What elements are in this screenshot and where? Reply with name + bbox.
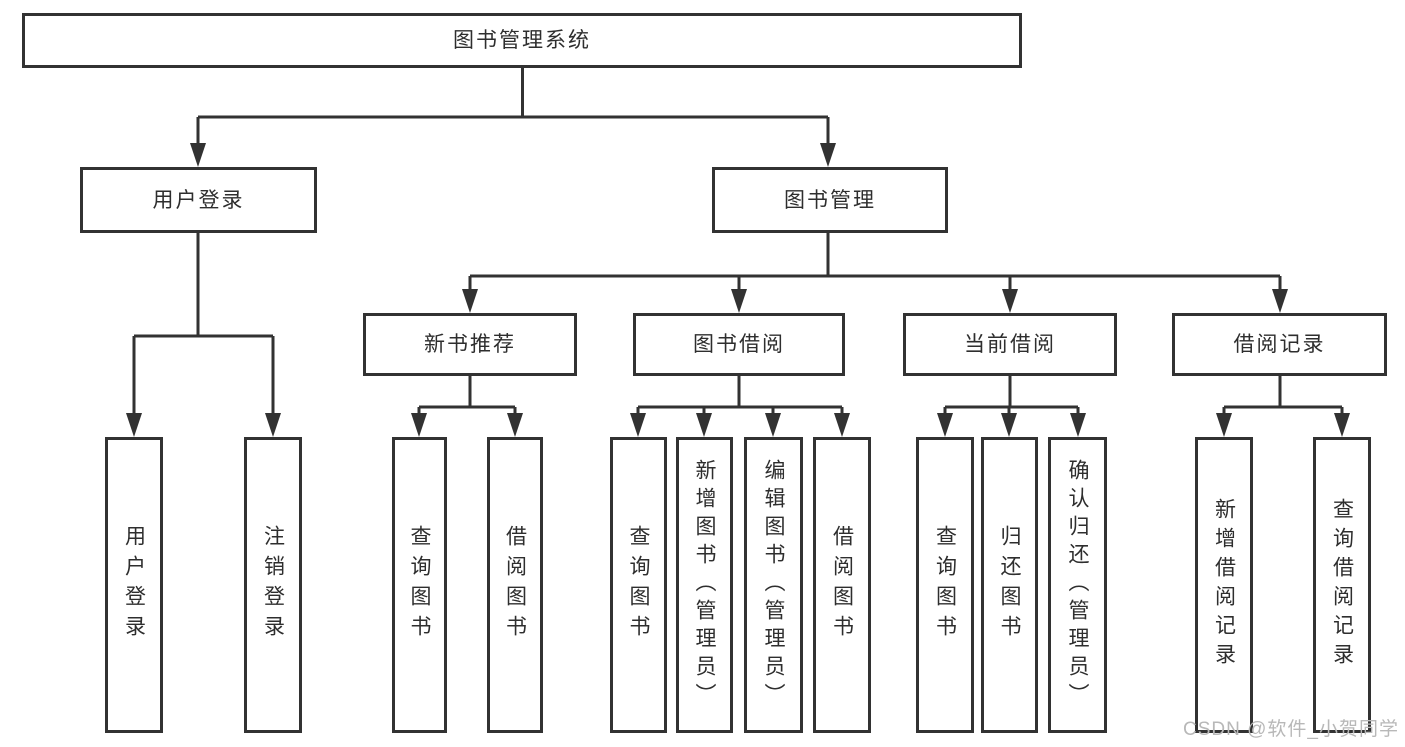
arrowhead (1216, 413, 1232, 437)
node-current-borrow: 当前借阅 (903, 313, 1117, 376)
leaf-newbook-borrow-books: 借阅图书 (487, 437, 543, 733)
node-root-system: 图书管理系统 (22, 13, 1022, 68)
leaf-current-query-books: 查询图书 (916, 437, 974, 733)
connector-user-login-to-children (126, 233, 281, 437)
arrowhead (765, 413, 781, 437)
arrowhead (630, 413, 646, 437)
leaf-user-login: 用户登录 (105, 437, 163, 733)
leaf-logout: 注销登录 (244, 437, 302, 733)
csdn-watermark: CSDN @软件_小贺同学 (1183, 719, 1399, 740)
node-borrow-records: 借阅记录 (1172, 313, 1387, 376)
connector-root-to-level2 (190, 68, 836, 167)
arrowhead (265, 413, 281, 437)
connector-book-mgmt-to-level3 (462, 233, 1288, 313)
arrowhead (1272, 289, 1288, 313)
node-new-book-recommend: 新书推荐 (363, 313, 577, 376)
arrowhead (190, 143, 206, 167)
connector-newbook-to-children (411, 376, 523, 437)
connector-records-to-children (1216, 376, 1350, 437)
leaf-current-confirm-return-admin: 确认归还（管理员） (1048, 437, 1107, 733)
leaf-borrow-add-books-admin: 新增图书（管理员） (676, 437, 733, 733)
arrowhead (411, 413, 427, 437)
arrowhead (1334, 413, 1350, 437)
leaf-borrow-query-books: 查询图书 (610, 437, 667, 733)
arrowhead (1002, 289, 1018, 313)
arrowhead (937, 413, 953, 437)
leaf-records-add-record: 新增借阅记录 (1195, 437, 1253, 733)
arrowhead (507, 413, 523, 437)
arrowhead (462, 289, 478, 313)
connector-current-to-children (937, 376, 1086, 437)
arrowhead (1001, 413, 1017, 437)
arrowhead (820, 143, 836, 167)
leaf-records-query-record: 查询借阅记录 (1313, 437, 1371, 733)
connector-borrow-to-children (630, 376, 850, 437)
leaf-borrow-borrow-books: 借阅图书 (813, 437, 871, 733)
node-book-management: 图书管理 (712, 167, 948, 233)
leaf-newbook-query-books: 查询图书 (392, 437, 447, 733)
arrowhead (834, 413, 850, 437)
arrowhead (696, 413, 712, 437)
arrowhead (126, 413, 142, 437)
leaf-borrow-edit-books-admin: 编辑图书（管理员） (744, 437, 803, 733)
node-book-borrow: 图书借阅 (633, 313, 845, 376)
arrowhead (1070, 413, 1086, 437)
arrowhead (731, 289, 747, 313)
node-user-login: 用户登录 (80, 167, 317, 233)
leaf-current-return-books: 归还图书 (981, 437, 1038, 733)
